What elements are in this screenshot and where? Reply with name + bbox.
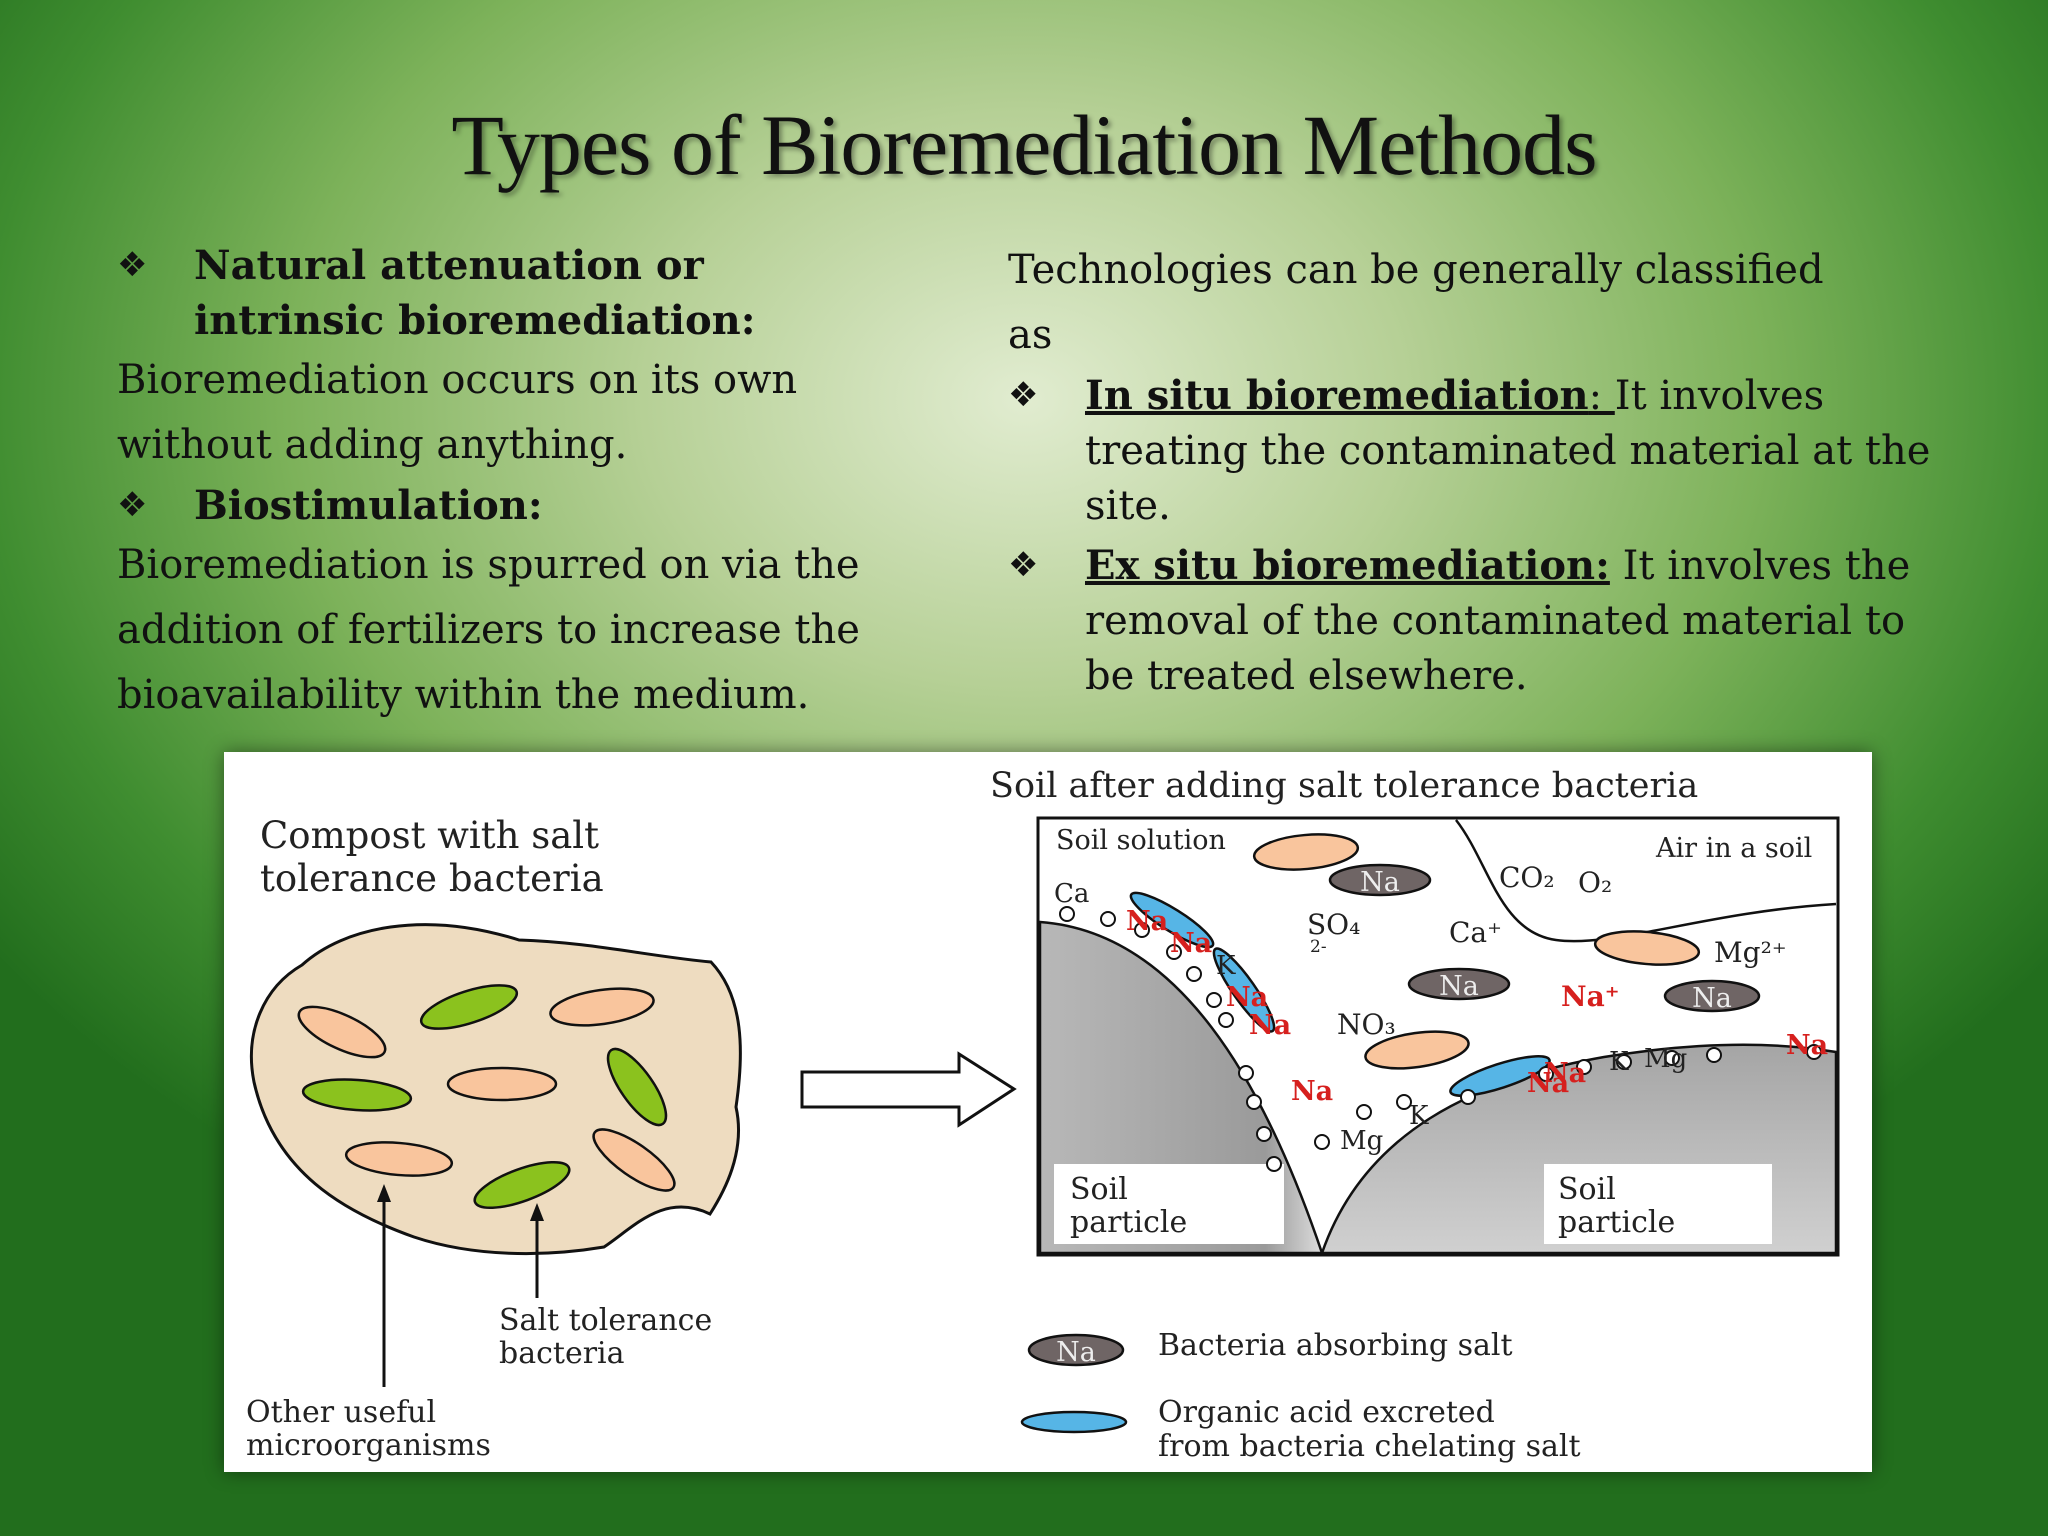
bullet-biostimulation: ❖ Biostimulation: [117,478,977,533]
svg-text:Na: Na [1527,1068,1569,1099]
arrowhead [377,1184,391,1202]
svg-text:Na: Na [1249,1010,1291,1041]
ion-circles-left [1059,906,1282,1172]
heading-biostimulation: Biostimulation: [194,482,543,529]
air-boundary [1455,819,1837,943]
organic-acid [1449,1055,1551,1097]
legend-na-swatch [1027,1333,1125,1367]
green-bacteria [473,1160,571,1210]
legend-acid-text: Organic acid excreted [1158,1395,1495,1430]
term-ex-situ: Ex situ bioremediation: [1085,542,1610,589]
svg-text:Na: Na [1544,1058,1586,1089]
bullet-icon: ❖ [1008,545,1039,585]
green-bacteria [419,984,519,1030]
na-label: Na [1439,971,1479,1002]
peach-bacteria [297,1005,387,1059]
ion-o2: O₂ [1578,866,1612,899]
soil-title: Soil after adding salt tolerance bacteri… [990,766,1698,806]
na-label: Na [1692,983,1732,1014]
green-bacteria [301,1078,413,1112]
soil-particle-label-right: Soil [1558,1172,1616,1207]
svg-text:Na: Na [1291,1076,1333,1107]
legend-na-text: Bacteria absorbing salt [1158,1328,1513,1363]
organic-acid [1212,947,1276,1033]
peach-bacteria [344,1141,454,1177]
text-ex-situ: Ex situ bioremediation: It involves the … [1085,542,1911,699]
bullet-icon: ❖ [117,245,148,285]
ion-co2: CO₂ [1499,861,1555,894]
svg-text:Na: Na [1126,906,1168,937]
legend-na-swatch-label: Na [1056,1337,1096,1368]
left-column: ❖ Natural attenuation or intrinsic biore… [117,238,977,728]
ion-mg: Mg [1340,1126,1383,1156]
organic-acid [1129,891,1215,949]
svg-text:Na: Na [1170,928,1212,959]
na-label: Na [1360,867,1400,898]
intro-text: Technologies can be generally classified… [1008,247,1824,358]
na-bacteria [1663,979,1761,1013]
ion-k: K [1216,951,1236,981]
ion-so4-charge: 2- [1310,937,1327,957]
ion-na-plus: Na⁺ [1561,980,1620,1013]
bullet-icon: ❖ [117,485,148,525]
legend-acid-text-2: from bacteria chelating salt [1158,1429,1581,1464]
na-ions: Na Na Na Na Na Na Na Na [1126,906,1828,1107]
compost-title-2: tolerance bacteria [260,857,604,900]
salt-bacteria-label: Salt tolerance [499,1303,712,1338]
svg-text:Na: Na [1226,982,1268,1013]
ion-mg2: Mg²⁺ [1714,936,1787,969]
arrowhead [530,1203,544,1221]
text-in-situ: In situ bioremediation: It involves trea… [1085,372,1931,529]
other-micro-label: Other useful [246,1395,436,1430]
soil-solution-label: Soil solution [1056,825,1226,856]
text-biostimulation: Bioremediation is spurred on via the add… [117,542,860,718]
green-bacteria [606,1047,668,1127]
bullet-in-situ: ❖ In situ bioremediation: It involves tr… [1008,368,1938,534]
ion-circles-right [1314,1044,1822,1150]
text-natural-attenuation: Bioremediation occurs on its own without… [117,357,798,468]
peach-bacteria [1364,1030,1470,1070]
salt-bacteria-label-2: bacteria [499,1336,625,1371]
na-bacteria [1407,967,1511,1001]
peach-bacteria [446,1066,558,1102]
transition-arrow [800,1051,1017,1128]
ion-ca: Ca [1054,879,1089,909]
label-box [1544,1164,1772,1244]
legend-acid-swatch [1020,1410,1128,1434]
peach-bacteria [592,1128,676,1192]
soil-particle-label-left-2: particle [1070,1205,1187,1240]
term-in-situ: In situ bioremediation [1085,372,1589,419]
air-in-soil-label: Air in a soil [1655,833,1812,864]
diagram-svg: Compost with salt tolerance bacteria Sal… [246,766,1840,1464]
ion-so4: SO₄ [1307,908,1360,941]
ion-no3: NO₃ [1337,1008,1396,1041]
bullet-natural-attenuation: ❖ Natural attenuation or intrinsic biore… [117,238,977,348]
peach-bacteria [549,987,655,1027]
right-column: Technologies can be generally classified… [1008,238,1938,704]
svg-text:Na: Na [1786,1030,1828,1061]
slide-title: Types of Bioremediation Methods [451,97,1597,193]
na-bacteria [1328,863,1432,897]
ion-k: K [1409,1101,1429,1131]
ion-k: K [1609,1047,1629,1077]
soil-particle-label-left: Soil [1070,1172,1128,1207]
peach-bacteria [1252,833,1360,871]
peach-bacteria [1593,930,1701,966]
bullet-icon: ❖ [1008,375,1039,415]
soil-particle-label-right-2: particle [1558,1205,1675,1240]
other-micro-label-2: microorganisms [246,1428,491,1463]
ion-ca-plus: Ca⁺ [1449,916,1502,949]
label-box [1054,1164,1284,1244]
ion-mg: Mg [1644,1044,1687,1074]
heading-natural-attenuation: Natural attenuation or intrinsic bioreme… [194,242,756,344]
compost-title: Compost with salt [260,814,599,857]
bioremediation-diagram: Compost with salt tolerance bacteria Sal… [224,752,1872,1472]
bullet-ex-situ: ❖ Ex situ bioremediation: It involves th… [1008,538,1938,704]
